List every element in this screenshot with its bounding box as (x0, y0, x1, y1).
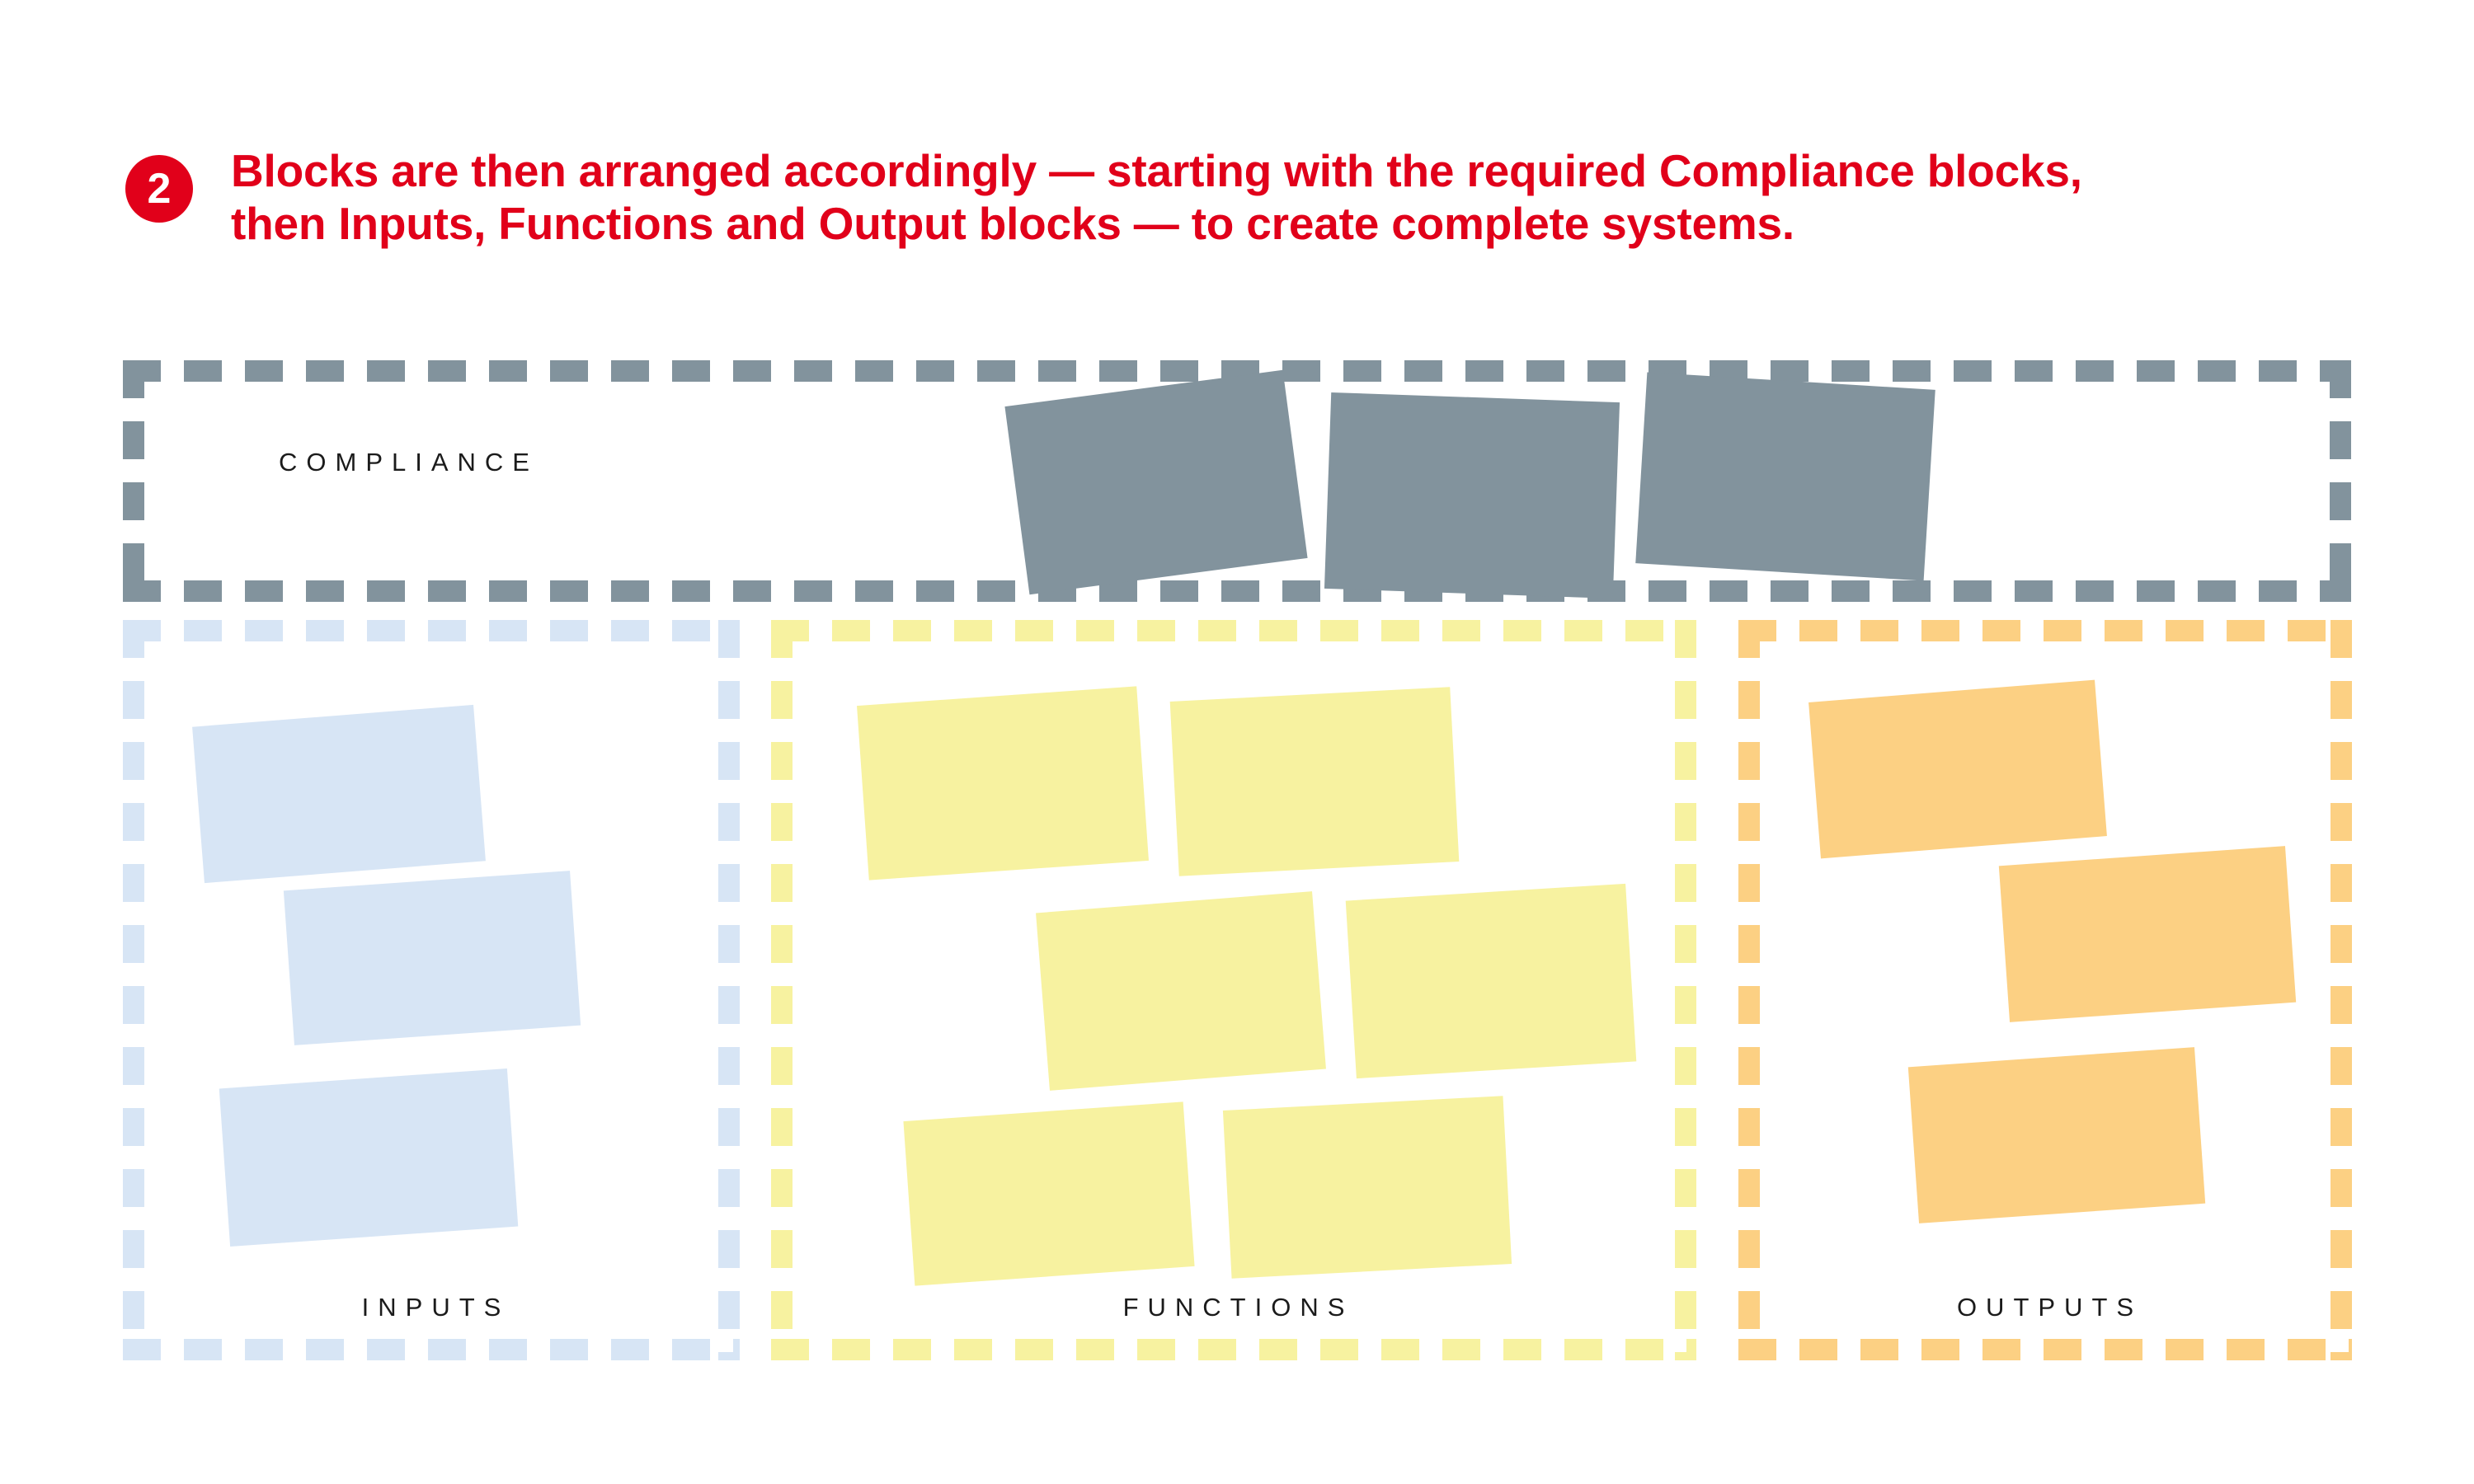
border-left (771, 620, 793, 1360)
block (1222, 1096, 1512, 1279)
block (857, 686, 1149, 881)
block (1907, 1047, 2206, 1223)
border-right (1675, 620, 1696, 1360)
block (1004, 369, 1308, 595)
block (283, 871, 581, 1045)
border-right (2330, 360, 2351, 602)
block (903, 1101, 1195, 1286)
border-left (123, 360, 144, 602)
block (219, 1068, 519, 1247)
border-right (2331, 620, 2352, 1360)
border-top (771, 620, 1696, 641)
border-bottom (123, 580, 2351, 602)
block (192, 704, 486, 884)
functions-label: FUNCTIONS (1122, 1293, 1354, 1322)
headline-line-1: Blocks are then arranged accordingly — s… (231, 145, 2082, 196)
headline-line-2: then Inputs, Functions and Output blocks… (231, 198, 1795, 250)
border-top (1738, 620, 2352, 641)
block (1345, 883, 1637, 1079)
outputs-label: OUTPUTS (1956, 1293, 2143, 1322)
border-left (1738, 620, 1760, 1360)
border-left (123, 620, 144, 1360)
block (1324, 392, 1620, 599)
step-number-badge: 2 (125, 155, 193, 223)
border-right (718, 620, 740, 1360)
block (1998, 846, 2297, 1022)
block (1169, 687, 1460, 876)
border-bottom (123, 1339, 740, 1360)
block (1808, 679, 2107, 859)
block (1635, 372, 1935, 581)
page-title: Blocks are then arranged accordingly — s… (231, 144, 2342, 251)
border-top (123, 620, 740, 641)
border-bottom (1738, 1339, 2352, 1360)
compliance-label: COMPLIANCE (279, 448, 539, 477)
border-bottom (771, 1339, 1696, 1360)
block (1036, 891, 1326, 1091)
inputs-label: INPUTS (361, 1293, 510, 1322)
